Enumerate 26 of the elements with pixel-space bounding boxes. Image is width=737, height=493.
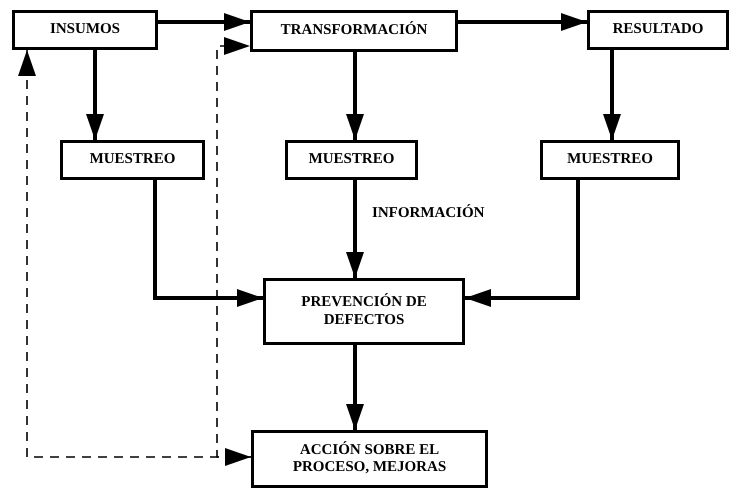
- arrow: [346, 52, 364, 140]
- process-box: [587, 10, 729, 50]
- arrow: [465, 180, 580, 307]
- arrow: [346, 345, 364, 430]
- process-box: [263, 278, 465, 345]
- arrow: [158, 13, 250, 31]
- arrow: [346, 180, 364, 278]
- arrow: [458, 13, 587, 31]
- box-label: MUESTREO: [90, 151, 176, 169]
- box-label: RESULTADO: [612, 21, 704, 39]
- box-label: TRANSFORMACIÓN: [280, 22, 428, 40]
- process-box: [250, 10, 458, 52]
- process-box: [540, 140, 680, 180]
- arrow: [153, 180, 263, 307]
- box-label: INSUMOS: [50, 21, 120, 39]
- arrow: [603, 50, 621, 140]
- process-box: [285, 140, 418, 180]
- box-label: MUESTREO: [567, 151, 653, 169]
- process-box: [251, 430, 488, 488]
- process-box: [60, 140, 205, 180]
- box-label: PREVENCIÓN DE DEFECTOS: [300, 294, 428, 329]
- box-label: MUESTREO: [308, 151, 394, 169]
- dashed-arrow: [216, 37, 251, 458]
- arrow: [86, 50, 104, 140]
- box-label: ACCIÓN SOBRE EL PROCESO, MEJORAS: [292, 442, 448, 476]
- process-box: [12, 10, 158, 50]
